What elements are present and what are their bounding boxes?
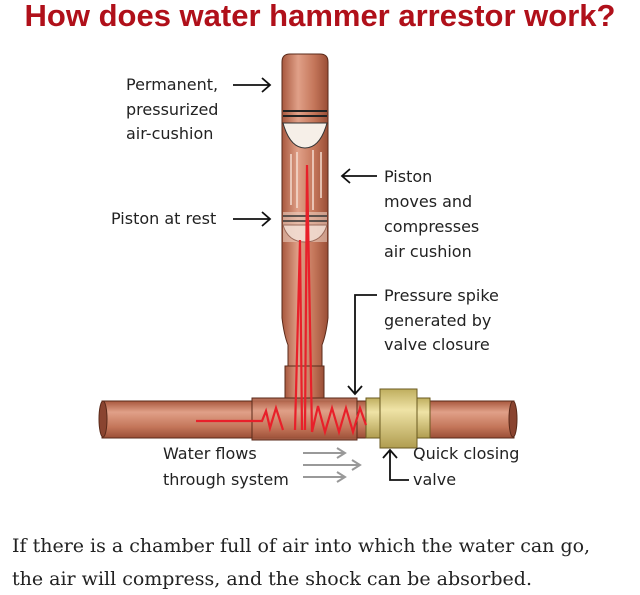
caption-line-2: the air will compress, and the shock can… (12, 568, 532, 590)
quick-closing-valve (365, 388, 431, 449)
air-cushion-arrow-icon (233, 77, 272, 93)
label-water-flows: Water flows through system (163, 444, 289, 489)
valve-arrow-icon (382, 448, 409, 481)
label-piston-at-rest: Piston at rest (111, 209, 216, 228)
label-quick-closing-valve: Quick closing valve (413, 444, 525, 489)
piston (282, 212, 328, 243)
piston-moves-arrow-icon (340, 168, 377, 184)
label-piston-moves: Piston moves and compresses air cushion (384, 167, 484, 261)
pressure-spike-arrow-icon (347, 294, 377, 396)
annotation-arrows (233, 77, 409, 481)
page-title: How does water hammer arrestor work? (24, 0, 616, 33)
flow-arrows-icon (303, 447, 362, 483)
pressure-wave (196, 164, 368, 437)
piston-travel-lines (290, 150, 322, 210)
label-pressure-spike: Pressure spike generated by valve closur… (384, 286, 504, 354)
piston-rest-arrow-icon (233, 211, 272, 227)
label-air-cushion: Permanent, pressurized air-cushion (126, 75, 224, 143)
caption-line-1: If there is a chamber full of air into w… (12, 535, 591, 557)
air-cushion-seal (282, 110, 328, 149)
